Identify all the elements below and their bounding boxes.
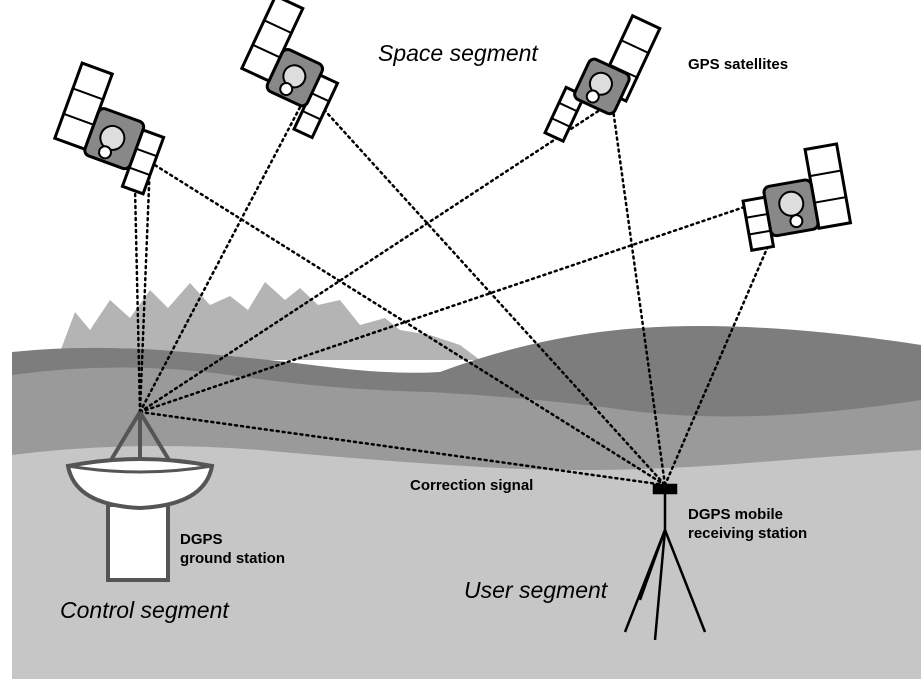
mobile-station-label: DGPS mobile receiving station [688, 505, 807, 543]
mobile-station-line2: receiving station [688, 525, 808, 542]
satellite-2 [239, 0, 340, 140]
hills-mid [12, 367, 921, 470]
control-segment-label: Control segment [60, 597, 229, 623]
gps-satellites-label: GPS satellites [688, 56, 789, 73]
satellite-3 [543, 13, 662, 144]
satellite-1 [52, 61, 166, 196]
signal-lines [133, 90, 777, 487]
mobile-station-line1: DGPS mobile [688, 506, 784, 523]
ground-station-label: DGPS ground station [180, 530, 285, 568]
ground-station [106, 410, 174, 467]
mobile-receiver [623, 483, 707, 641]
satellite-4 [741, 142, 853, 253]
ground-station-line2: ground station [180, 550, 285, 567]
correction-signal-label: Correction signal [410, 477, 534, 494]
ground-station-line1: DGPS [180, 531, 223, 548]
station-tower [106, 503, 170, 582]
user-segment-label: User segment [464, 577, 608, 603]
ground [12, 446, 921, 679]
space-segment-label: Space segment [378, 40, 538, 66]
mountains [60, 282, 480, 360]
